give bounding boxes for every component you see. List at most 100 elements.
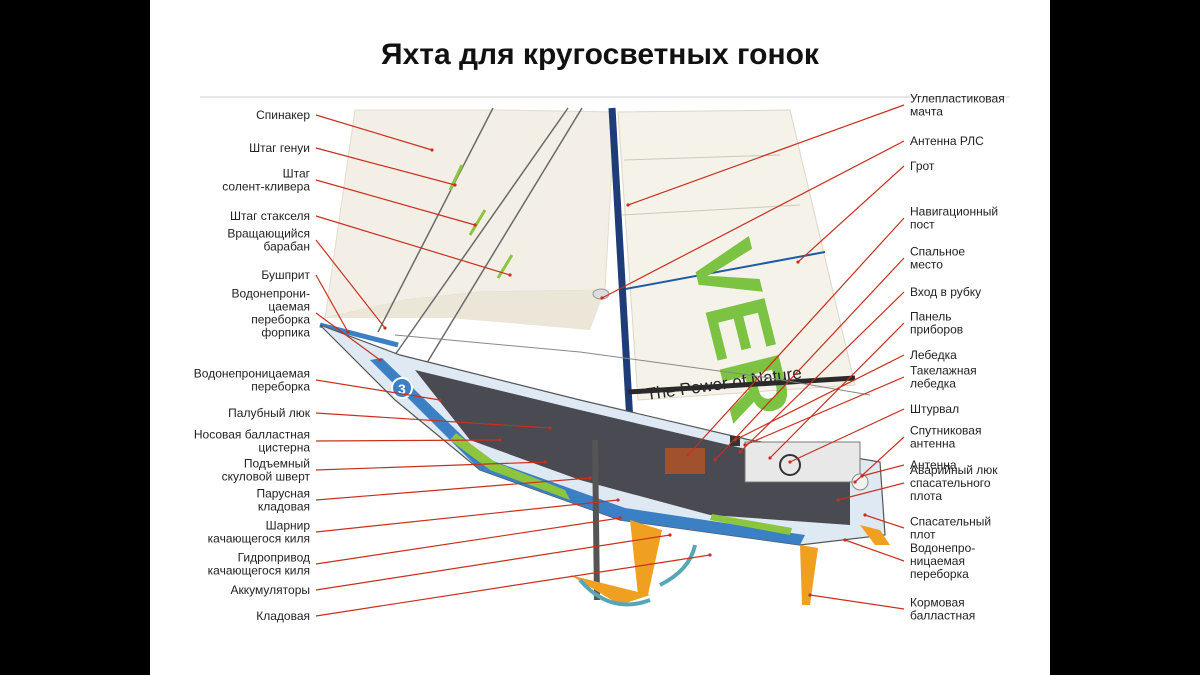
right-label-line: Панель	[910, 310, 951, 324]
leader-line	[739, 291, 905, 453]
leader-line	[714, 257, 905, 461]
right-label: Лебедка	[910, 348, 957, 362]
leader-line	[797, 165, 905, 263]
stay-sleeve	[468, 209, 487, 236]
leader-tip	[708, 553, 712, 557]
left-label: Штаг генуи	[249, 141, 310, 155]
right-label: Антенна РЛС	[910, 134, 984, 148]
satellite-dome	[851, 473, 869, 491]
right-label-line: балластная	[910, 609, 975, 623]
spinnaker-sail	[324, 109, 616, 319]
left-label-line: Вращающийся	[227, 227, 310, 241]
left-label-line: Палубный люк	[228, 406, 311, 420]
right-label-line: плота	[910, 489, 942, 503]
leader-line	[854, 436, 905, 483]
stay-sleeve	[496, 254, 514, 279]
left-label-line: Штаг	[283, 167, 311, 181]
left-label: Аккумуляторы	[231, 583, 310, 597]
bow-number: 3	[398, 381, 406, 397]
left-label-line: Носовая балластная	[194, 428, 310, 442]
hull-stripe-green	[710, 514, 792, 535]
headsail-shading	[325, 290, 605, 330]
left-label-line: Кладовая	[256, 609, 310, 623]
left-label-line: Водонепрони-	[231, 287, 310, 301]
right-label-line: Лебедка	[910, 348, 957, 362]
right-label-line: Антенна РЛС	[910, 134, 984, 148]
keel-swing-arrow	[659, 544, 697, 587]
leader-tip	[713, 458, 717, 462]
right-label: Грот	[910, 159, 935, 173]
right-label-line: место	[910, 258, 943, 272]
sail-batten	[623, 154, 781, 161]
leader-tip	[836, 498, 840, 502]
leader-tip	[543, 460, 547, 464]
leader-tip	[616, 498, 620, 502]
left-label-line: качающегося киля	[208, 532, 310, 546]
leader-line	[315, 412, 551, 429]
left-label-line: Подъемный	[244, 457, 310, 471]
leader-tip	[346, 330, 350, 334]
leader-line	[315, 114, 433, 151]
leader-tip	[508, 273, 512, 277]
leader-line	[789, 408, 905, 463]
left-label-line: Спинакер	[256, 108, 310, 122]
left-label-line: солент-кливера	[222, 180, 310, 194]
dagger-board	[630, 520, 662, 595]
right-label-line: переборка	[910, 567, 969, 581]
leader-line	[315, 379, 441, 401]
left-label-line: Бушприт	[261, 268, 310, 282]
left-label-line: переборка	[251, 313, 310, 327]
rudder-aft	[860, 525, 890, 545]
stay-sleeve	[448, 164, 464, 191]
leader-line	[315, 461, 546, 471]
leader-line	[315, 554, 711, 617]
leader-tip	[686, 453, 690, 457]
leader-tip	[733, 438, 737, 442]
leader-line	[627, 104, 905, 206]
leader-line	[769, 322, 905, 459]
nav-station	[665, 448, 705, 474]
helm-wheel	[779, 454, 801, 476]
leader-line	[861, 464, 905, 477]
leader-line	[315, 439, 501, 442]
right-label: Антенна	[910, 458, 957, 472]
right-label: Вход в рубку	[910, 285, 981, 299]
right-label-line: Водонепро-	[910, 541, 975, 555]
forestay-staysail	[424, 107, 583, 367]
right-label-line: Спасательный	[910, 515, 991, 529]
leader-line	[864, 514, 905, 529]
left-label: Кладовая	[256, 609, 310, 623]
hull-stripe-green	[450, 433, 570, 500]
leader-line	[315, 239, 386, 329]
right-label-line: Аварийный люк	[910, 463, 998, 477]
canting-keel	[592, 439, 600, 601]
left-label-line: скуловой шверт	[222, 470, 311, 484]
leader-tip	[473, 223, 477, 227]
left-label-line: барабан	[263, 240, 310, 254]
right-label: Штурвал	[910, 402, 959, 416]
right-label-line: антенна	[910, 437, 956, 451]
keel-swing-arrow	[578, 578, 651, 607]
right-label-line: Спутниковая	[910, 424, 981, 438]
slide: Яхта для кругосветных гонок VER The Powe…	[150, 0, 1050, 675]
leader-line	[809, 594, 905, 610]
left-label-line: Штаг стакселя	[230, 209, 310, 223]
left-label-line: качающегося киля	[208, 564, 310, 578]
forestay-solent	[389, 107, 569, 363]
deck-railing	[394, 334, 871, 396]
left-label-line: Гидропривод	[238, 551, 310, 565]
left-label-line: переборка	[251, 380, 310, 394]
